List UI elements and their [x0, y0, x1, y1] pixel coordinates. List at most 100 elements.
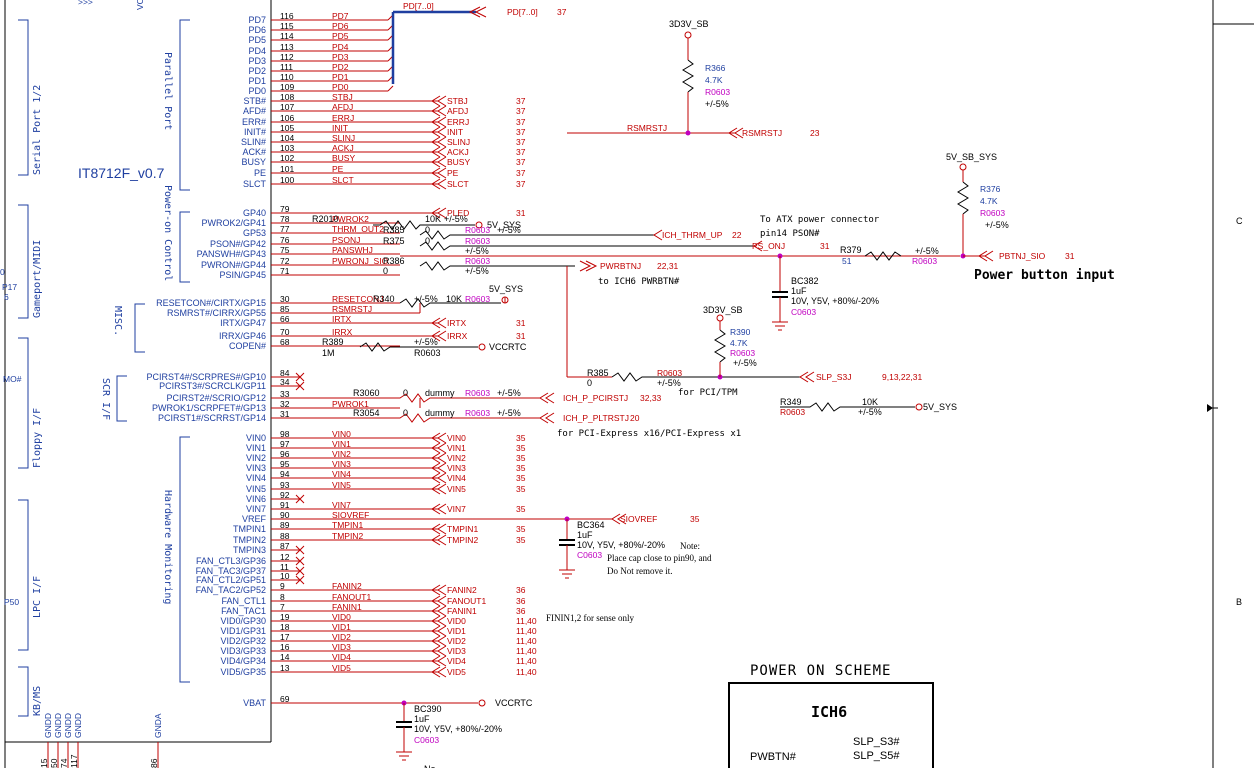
pin-number: 94 [280, 469, 290, 479]
zone-arrow [1207, 404, 1213, 412]
finin-note: FININ1,2 for sense only [546, 613, 634, 623]
net-label: PD5 [332, 31, 349, 41]
port-page-ref: 11,40 [516, 636, 537, 646]
group-lpc: LPC I/F [32, 576, 43, 618]
chip-top-vc: VC [135, 0, 145, 10]
net-label: ACKJ [332, 143, 354, 153]
pin-number: 87 [280, 541, 290, 551]
pin-number: 33 [280, 389, 290, 399]
pin-number: 84 [280, 368, 290, 378]
r390-circuit [714, 314, 726, 377]
r379-package: R0603 [912, 256, 937, 266]
pin-name: VID4/GP34 [220, 656, 266, 666]
note-line-2: Do Not remove it. [607, 566, 673, 576]
pd-bus-label: PD[7..0] [403, 1, 434, 11]
pin-number: 31 [280, 409, 290, 419]
gnd-pin-2: 50 [49, 758, 59, 768]
r340-supply: 5V_SYS [489, 284, 523, 294]
port-label: FANOUT1 [447, 596, 486, 606]
zone-marker-b: B [1236, 597, 1242, 607]
port-arrow [437, 126, 447, 138]
gnd-pins [47, 742, 159, 768]
pin-number: 69 [280, 694, 290, 704]
pin-name: VREF [242, 514, 267, 524]
gnda-pin: 86 [149, 758, 159, 768]
r386-ref: R386 [383, 256, 405, 266]
r389-tolerance: +/-5% [414, 337, 438, 347]
pin-name: PD5 [248, 35, 266, 45]
port-arrow [431, 442, 441, 454]
port-page-ref: 35 [516, 463, 526, 473]
pin-number: 115 [280, 21, 294, 31]
port-arrow [431, 472, 441, 484]
pin-name: AFD# [243, 106, 266, 116]
pin-number: 104 [280, 133, 294, 143]
pin-name: VBAT [243, 698, 266, 708]
port-page-ref: 11,40 [516, 667, 537, 677]
group-gameport: Gameport/MIDI [32, 240, 43, 318]
pin-name: PWROK1/SCRPFET#/GP13 [152, 403, 266, 413]
pd-bus-page: 37 [557, 7, 567, 17]
pin-name: TMPIN3 [233, 545, 266, 555]
bc364-circuit [400, 513, 627, 579]
port-page-ref: 31 [516, 318, 526, 328]
r390-supply: 3D3V_SB [703, 305, 743, 315]
port-arrow [437, 595, 447, 607]
pin-name: BUSY [241, 157, 266, 167]
port-label: INIT [447, 127, 463, 137]
port-page-ref: 11,40 [516, 626, 537, 636]
r2010-ref: R2010 [312, 214, 339, 224]
scheme-box [728, 682, 934, 768]
port-page-ref: 37 [516, 168, 526, 178]
port-arrow [431, 432, 441, 444]
port-label: PLED [447, 208, 469, 218]
port-arrow [437, 666, 447, 678]
pwrbtnj-page: 22,31 [657, 261, 679, 271]
r385a-ref: R385 [383, 225, 405, 235]
pin-name: VID2/GP32 [220, 636, 266, 646]
slp-s3j-pages: 9,13,22,31 [882, 372, 922, 382]
net-label: VIN3 [332, 459, 351, 469]
r376-package: R0603 [980, 208, 1005, 218]
ich-pcirst-pages: 32,33 [640, 393, 662, 403]
pin-number: 114 [280, 31, 294, 41]
net-label: VIN4 [332, 469, 351, 479]
bus-entry [387, 85, 394, 92]
pin-name: VIN6 [246, 494, 266, 504]
r385a-package: R0603 [465, 225, 490, 235]
pin-number: 9 [280, 581, 285, 591]
port-arrow [431, 207, 441, 219]
to-ich6-note: to ICH6 PWRBTN# [598, 277, 680, 287]
r340-package: R0603 [465, 294, 490, 304]
left-fragment-mo: MO# [3, 374, 22, 384]
pin-name: FAN_TAC3/GP37 [196, 566, 266, 576]
port-arrow [437, 625, 447, 637]
r2010-value: 10K [425, 214, 441, 224]
scr-wiring [275, 392, 923, 424]
port-arrow [431, 105, 441, 117]
bottom-note-fragment: No [424, 764, 436, 768]
rsmrst-port: RSMRSTJ [742, 128, 782, 138]
port-label: FANIN1 [447, 606, 477, 616]
r376-ref: R376 [980, 184, 1001, 194]
group-hw-monitoring: Hardware Monitoring [162, 490, 173, 604]
port-arrow [431, 452, 441, 464]
port-label: STBJ [447, 96, 468, 106]
net-label: PWROK2 [332, 214, 369, 224]
pin-name: PE [254, 168, 266, 178]
pin-name: PD1 [248, 76, 266, 86]
pbtnj-page: 31 [1065, 251, 1075, 261]
